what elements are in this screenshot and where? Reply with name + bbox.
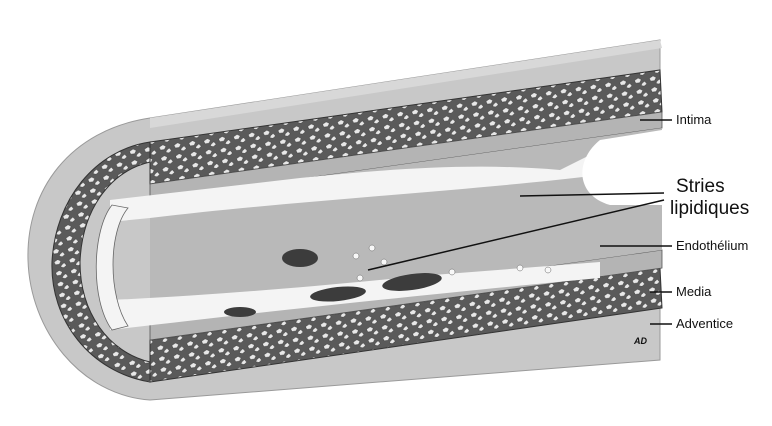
lipid-droplet: [517, 265, 523, 271]
label-endothelium: Endothélium: [676, 238, 748, 253]
lipid-droplet: [369, 245, 375, 251]
lipid-droplet: [545, 267, 551, 273]
lipid-droplet: [357, 275, 363, 281]
lipid-droplet: [353, 253, 359, 259]
lipid-droplet: [449, 269, 455, 275]
label-stries-line2: lipidiques: [670, 198, 749, 219]
lipid-droplet: [381, 259, 387, 265]
lipid-streak: [282, 249, 318, 267]
lipid-streak: [224, 307, 256, 317]
label-stries-line1: Stries: [676, 176, 725, 197]
label-adventice: Adventice: [676, 316, 733, 331]
label-intima: Intima: [676, 112, 712, 127]
label-media: Media: [676, 284, 712, 299]
artist-signature: AD: [633, 336, 647, 346]
